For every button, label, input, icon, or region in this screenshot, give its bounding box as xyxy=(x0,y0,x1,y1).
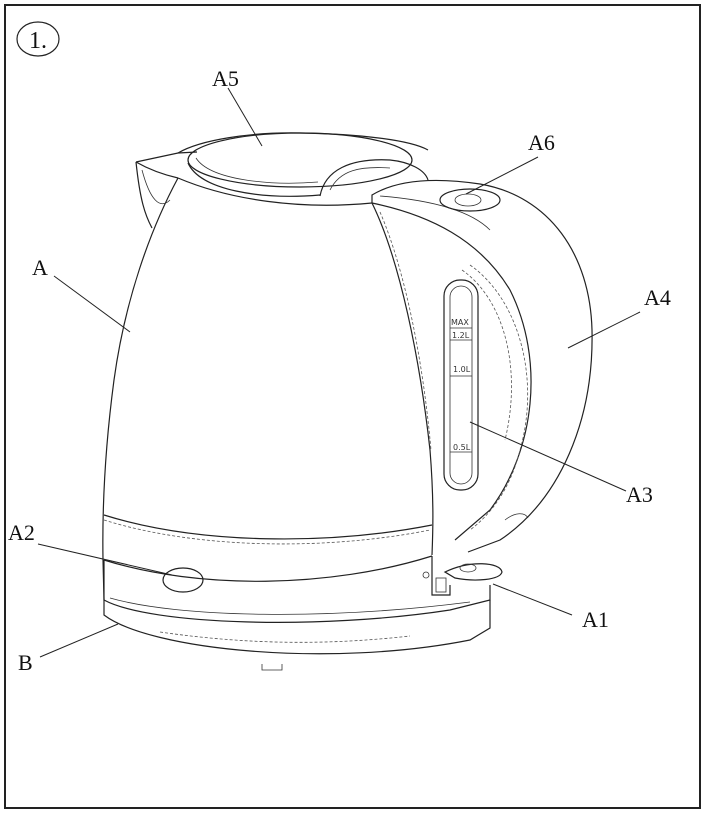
kettle-lid xyxy=(177,132,429,197)
figure-frame xyxy=(4,4,701,809)
figure-number-circle xyxy=(16,21,60,57)
scale-max-label: MAX xyxy=(451,318,469,327)
power-base xyxy=(103,556,503,671)
water-level-window: MAX 1.2L 1.0L 0.5L xyxy=(443,279,479,491)
scale-0-5l-label: 0.5L xyxy=(453,443,471,452)
figure-number: 1. xyxy=(29,28,47,54)
label-a6: A6 xyxy=(528,130,555,155)
kettle-body xyxy=(102,151,434,601)
kettle-handle xyxy=(371,179,593,553)
label-a1: A1 xyxy=(582,607,609,632)
scale-1-0l-label: 1.0L xyxy=(453,365,471,374)
label-b: B xyxy=(18,650,33,675)
indicator-light xyxy=(162,567,204,593)
label-a3: A3 xyxy=(626,482,653,507)
label-a5: A5 xyxy=(212,66,239,91)
label-a4: A4 xyxy=(644,285,671,310)
scale-1-2l-label: 1.2L xyxy=(452,331,470,340)
power-switch-button[interactable] xyxy=(439,188,501,212)
label-a: A xyxy=(32,255,48,280)
label-a2: A2 xyxy=(8,520,35,545)
base-release-lever[interactable] xyxy=(443,563,503,581)
leader-lines xyxy=(37,87,641,658)
